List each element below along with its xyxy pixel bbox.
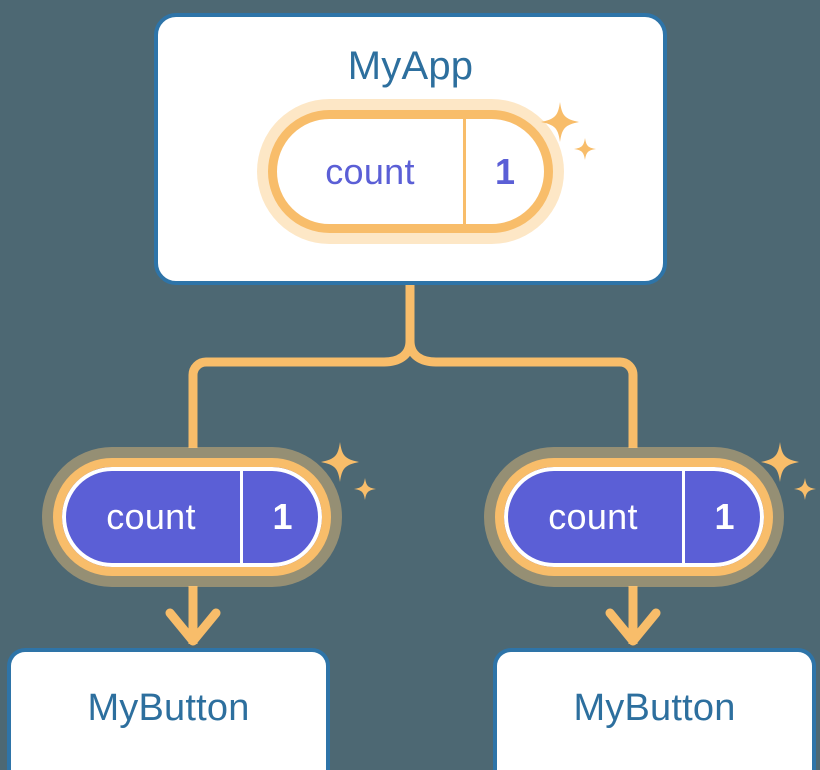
component-label-mybutton-left: MyButton [87, 687, 250, 729]
component-label-myapp: MyApp [347, 44, 474, 88]
state-key-root: count [325, 150, 415, 192]
sparkle-small-icon [794, 478, 816, 500]
state-pill-root-wrapper: count 1 [257, 99, 567, 244]
branch-line-left [188, 340, 415, 448]
state-pill-child-right[interactable]: count 1 [495, 458, 773, 576]
state-pill-child-left-wrapper: count 1 [42, 447, 342, 587]
state-pill-child-left[interactable]: count 1 [53, 458, 331, 576]
state-key-child-left: count [106, 496, 196, 537]
component-label-mybutton-right: MyButton [573, 687, 736, 729]
state-pill-divider [682, 467, 685, 567]
state-value-child-left: 1 [272, 496, 293, 537]
arrow-down-icon-right [605, 608, 661, 646]
state-pill-child-right-wrapper: count 1 [484, 447, 784, 587]
state-value-child-right: 1 [714, 496, 735, 537]
state-key-child-right: count [548, 496, 638, 537]
branch-line-right [405, 340, 638, 448]
state-pill-divider [240, 467, 243, 567]
state-value-root: 1 [494, 150, 516, 192]
state-pill-root[interactable]: count 1 [268, 110, 553, 233]
component-card-mybutton-left[interactable]: MyButton [7, 648, 330, 770]
arrow-down-icon-left [165, 608, 221, 646]
sparkle-small-icon [354, 478, 376, 500]
state-pill-divider [463, 119, 466, 224]
component-card-mybutton-right[interactable]: MyButton [493, 648, 816, 770]
